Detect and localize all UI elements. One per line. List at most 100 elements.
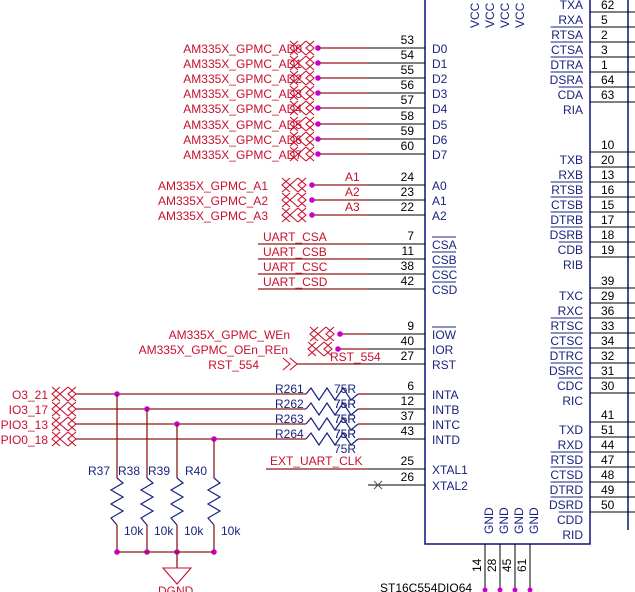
rpin-number-15: 15 xyxy=(601,198,615,212)
rpin-number-50: 50 xyxy=(601,498,615,512)
rpin-name-txa: TXA xyxy=(560,0,583,12)
rpin-name-dsrc: DSRC xyxy=(549,364,583,378)
pin-number-9: 9 xyxy=(407,319,414,333)
series-res-value: 75R xyxy=(334,427,356,441)
rpin-number-2: 2 xyxy=(601,28,608,42)
pullup-ref: R37 xyxy=(88,464,110,478)
series-res-ref: R264 xyxy=(275,427,304,441)
pullup-value: 10k xyxy=(221,524,241,538)
pin-number-56: 56 xyxy=(401,78,415,92)
left-pin-group: 53D054D155D256D357D458D559D660D724A023A1… xyxy=(368,33,468,493)
rpin-number-64: 64 xyxy=(601,73,615,87)
gnd-pin-61: 61 xyxy=(515,558,529,572)
pin-name-d3: D3 xyxy=(432,87,448,101)
pin-number-53: 53 xyxy=(401,33,415,47)
vcc-label-2: VCC xyxy=(483,2,497,28)
net-label-gpio: PIO3_13 xyxy=(1,418,49,432)
pin-name-d6: D6 xyxy=(432,133,448,147)
rpin-name-ria: RIA xyxy=(563,103,583,117)
rpin-number-36: 36 xyxy=(601,304,615,318)
net-label-data: AM335X_GPMC_AD5 xyxy=(183,118,302,132)
net-group: AM335X_GPMC_AD0AM335X_GPMC_AD1AM335X_GPM… xyxy=(1,40,383,592)
rpin-number-19: 19 xyxy=(601,243,615,257)
rpin-number-62: 62 xyxy=(601,0,615,12)
net-label-cs: UART_CSB xyxy=(263,245,327,259)
gnd-label-3: GND xyxy=(512,507,526,534)
rpin-number-3: 3 xyxy=(601,43,608,57)
junction-dot xyxy=(315,105,321,111)
net-label-addr: AM335X_GPMC_A2 xyxy=(158,194,268,208)
pin-number-54: 54 xyxy=(401,48,415,62)
net-label-gpio: IO3_17 xyxy=(9,403,49,417)
rpin-number-41: 41 xyxy=(601,408,615,422)
rpin-name-dsrd: DSRD xyxy=(549,498,583,512)
pin-name-a2: A2 xyxy=(432,209,447,223)
pin-name-csc: CSC xyxy=(432,268,458,282)
pin-name-xtal2: XTAL2 xyxy=(432,479,468,493)
net-label-data: AM335X_GPMC_AD6 xyxy=(183,133,302,147)
pin-number-23: 23 xyxy=(401,185,415,199)
pin-name-intb: INTB xyxy=(432,403,459,417)
rpin-number-16: 16 xyxy=(601,183,615,197)
pin-name-xtal1: XTAL1 xyxy=(432,463,468,477)
rpin-name-dtrc: DTRC xyxy=(550,349,584,363)
rpin-name-rxb: RXB xyxy=(558,168,583,182)
addr-wire-label: A2 xyxy=(345,185,360,199)
rpin-number-31: 31 xyxy=(601,364,615,378)
rpin-number-10: 10 xyxy=(601,138,615,152)
net-label-rst: RST_554 xyxy=(208,358,259,372)
pin-name-intd: INTD xyxy=(432,433,460,447)
pin-name-d0: D0 xyxy=(432,42,448,56)
rpin-name-dtrd: DTRD xyxy=(550,483,584,497)
pin-name-d2: D2 xyxy=(432,72,448,86)
pin-name-csa: CSA xyxy=(432,238,457,252)
pullup-value: 10k xyxy=(124,524,144,538)
vcc-labels: VCC VCC VCC VCC xyxy=(468,2,527,28)
rpin-name-cda: CDA xyxy=(558,88,583,102)
rpin-name-dtrb: DTRB xyxy=(550,213,583,227)
addr-wire-label: A3 xyxy=(345,200,360,214)
junction-dot xyxy=(315,60,321,66)
rpin-name-dsra: DSRA xyxy=(550,73,583,87)
pin-number-55: 55 xyxy=(401,63,415,77)
gnd-pins: GND GND GND GND 14 28 45 61 xyxy=(470,507,541,592)
junction-dot xyxy=(315,90,321,96)
gnd-pin-14: 14 xyxy=(470,558,484,572)
rpin-number-44: 44 xyxy=(601,438,615,452)
net-label-gpio: PIO0_18 xyxy=(1,433,49,447)
net-label-cs: UART_CSA xyxy=(263,230,327,244)
pin-name-intc: INTC xyxy=(432,418,460,432)
rpin-name-ctsa: CTSA xyxy=(551,43,583,57)
net-label-data: AM335X_GPMC_AD3 xyxy=(183,87,302,101)
pullup-ref: R40 xyxy=(185,464,207,478)
vcc-label-4: VCC xyxy=(513,2,527,28)
rpin-name-ctsc: CTSC xyxy=(550,334,583,348)
junction-dot xyxy=(315,136,321,142)
rpin-number-39: 39 xyxy=(601,274,615,288)
net-label-addr: AM335X_GPMC_A3 xyxy=(158,209,268,223)
rpin-name-rid: RID xyxy=(562,528,583,542)
net-label-data: AM335X_GPMC_AD4 xyxy=(183,102,302,116)
rpin-name-cdb: CDB xyxy=(558,243,583,257)
rpin-name-txc: TXC xyxy=(559,289,583,303)
vcc-label-1: VCC xyxy=(468,2,482,28)
net-label-cs: UART_CSC xyxy=(263,260,328,274)
rpin-name-ctsd: CTSD xyxy=(550,468,583,482)
pin-name-rst: RST xyxy=(432,358,457,372)
rpin-number-49: 49 xyxy=(601,483,615,497)
net-label-data: AM335X_GPMC_AD7 xyxy=(183,148,302,162)
pin-name-d5: D5 xyxy=(432,118,448,132)
rpin-name-ctsb: CTSB xyxy=(551,198,583,212)
pin-name-d7: D7 xyxy=(432,148,448,162)
rpin-name-txd: TXD xyxy=(559,423,583,437)
series-res-value: 75R xyxy=(334,412,356,426)
rpin-number-63: 63 xyxy=(601,88,615,102)
pin-number-40: 40 xyxy=(401,334,415,348)
pin-number-58: 58 xyxy=(401,109,415,123)
pin-number-38: 38 xyxy=(401,259,415,273)
net-label-gpio: O3_21 xyxy=(12,388,48,402)
net-label-clk: EXT_UART_CLK xyxy=(270,454,362,468)
gnd-label-2: GND xyxy=(497,507,511,534)
